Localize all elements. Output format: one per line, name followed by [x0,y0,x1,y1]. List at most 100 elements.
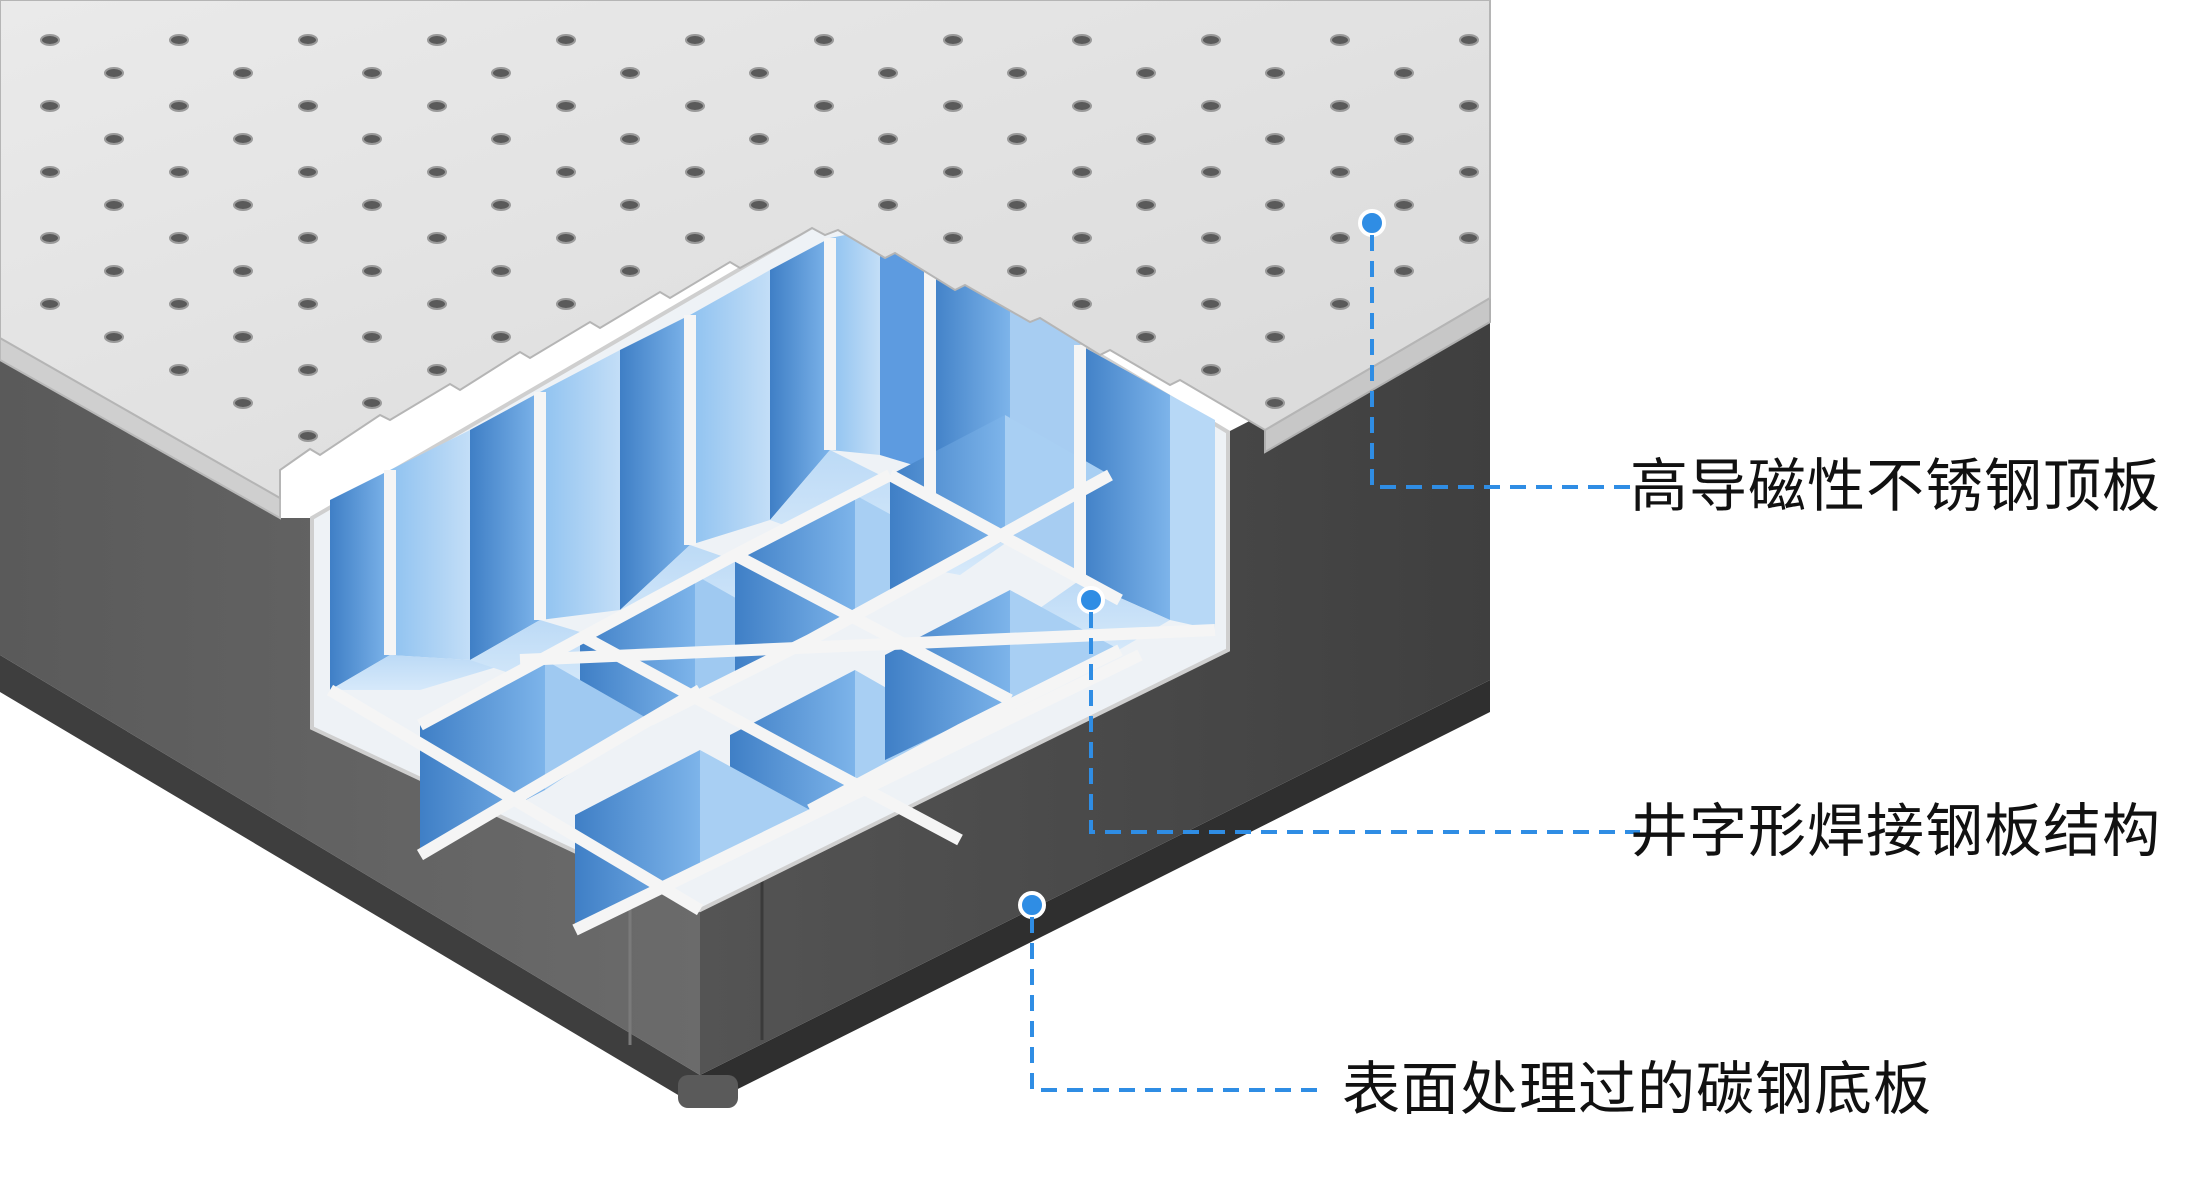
mounting-hole [1394,67,1414,79]
mounting-hole [1265,199,1285,211]
grid-cell [1080,345,1170,620]
grid-rib [577,629,963,846]
callout-line-top-plate [1370,235,1640,489]
mounting-hole [233,265,253,277]
mounting-hole [169,298,189,310]
mounting-hole [298,100,318,112]
mounting-hole [1330,100,1350,112]
mounting-hole [1265,397,1285,409]
mounting-hole [1072,232,1092,244]
mounting-hole [814,34,834,46]
mounting-hole [1201,298,1221,310]
mounting-hole [104,67,124,79]
mounting-hole [427,34,447,46]
mounting-hole [233,133,253,145]
bottom-plate-right-face [700,680,1490,1108]
mounting-hole [1136,331,1156,343]
mounting-hole [556,166,576,178]
mounting-hole [491,67,511,79]
mounting-hole [233,397,253,409]
mounting-hole [362,133,382,145]
mounting-hole [1394,265,1414,277]
grid-cell [620,315,690,610]
mounting-hole [104,265,124,277]
mounting-hole [878,199,898,211]
mounting-hole [298,430,318,442]
mounting-hole [556,232,576,244]
mounting-hole [1330,298,1350,310]
grid-rib [647,469,1113,726]
mounting-hole [491,133,511,145]
mounting-hole [362,397,382,409]
mounting-hole [427,232,447,244]
mounting-hole [1072,166,1092,178]
callout-dot-bottom-plate [1018,891,1046,919]
grid-cell [700,750,810,870]
mounting-hole [1072,298,1092,310]
mounting-hole [491,331,511,343]
mounting-hole [169,34,189,46]
mounting-hole [233,331,253,343]
mounting-hole [1007,265,1027,277]
mounting-hole [298,232,318,244]
grid-cell [830,228,880,455]
mounting-hole [169,166,189,178]
mounting-hole [878,133,898,145]
grid-ribs [326,238,1216,936]
mounting-hole [298,364,318,376]
mounting-hole [1007,199,1027,211]
mounting-hole [685,232,705,244]
grid-rib [519,624,1216,666]
grid-cell [770,238,830,520]
mounting-hole [40,232,60,244]
grid-cell [330,470,390,690]
mounting-hole [104,331,124,343]
mounting-hole [40,34,60,46]
mounting-hole [427,166,447,178]
mounting-hole [40,166,60,178]
mounting-hole [104,199,124,211]
grid-rib [732,549,1013,706]
callout-dot-grid-structure [1077,586,1105,614]
mounting-hole [1201,232,1221,244]
mounting-hole [1072,34,1092,46]
mounting-hole [362,331,382,343]
callout-line-bottom-plate [1030,917,1325,1092]
mounting-hole [362,199,382,211]
mounting-hole [169,364,189,376]
mounting-hole [620,199,640,211]
mounting-hole [685,34,705,46]
mounting-hole [1265,67,1285,79]
mounting-hole [427,364,447,376]
mounting-hole [685,100,705,112]
mounting-hole [1265,133,1285,145]
mounting-hole [362,265,382,277]
mounting-hole [685,166,705,178]
mounting-hole [620,133,640,145]
mounting-hole [491,199,511,211]
callout-dot-top-plate [1358,209,1386,237]
mounting-hole [427,298,447,310]
mounting-hole [491,265,511,277]
mounting-hole [1394,133,1414,145]
grid-cell-floor [330,655,520,690]
grid-cell [690,270,770,545]
mounting-hole [1330,34,1350,46]
grid-cell [1170,395,1215,630]
mounting-hole [1136,67,1156,79]
mounting-hole [1394,199,1414,211]
grid-cell [540,350,620,620]
mounting-holes [40,34,1479,442]
mounting-hole [943,232,963,244]
mounting-hole [1072,100,1092,112]
mounting-hole [1330,166,1350,178]
mounting-hole [620,265,640,277]
mounting-hole [878,67,898,79]
mounting-hole [427,100,447,112]
mounting-hole [943,34,963,46]
body-left-face [0,360,700,1075]
bottom-plate-corner [678,1075,738,1108]
mounting-hole [233,67,253,79]
mounting-hole [749,199,769,211]
mounting-hole [814,100,834,112]
